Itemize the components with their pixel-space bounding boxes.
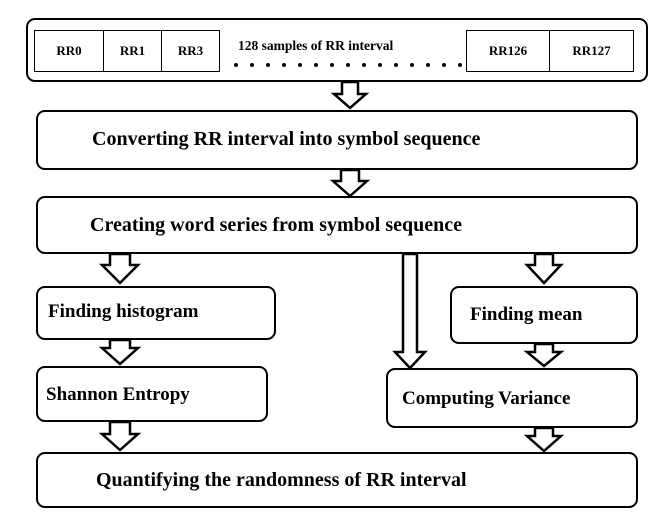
step-shannon-box: Shannon Entropy	[36, 366, 268, 422]
ellipsis-dot	[282, 63, 286, 67]
arrow-shannon-to-quantify	[98, 420, 142, 452]
ellipsis-dot	[394, 63, 398, 67]
arrow-variance-to-quantify	[523, 426, 565, 453]
step-histogram-label: Finding histogram	[48, 301, 199, 322]
step-quantify-box: Quantifying the randomness of RR interva…	[36, 452, 638, 508]
arrow-histogram-to-shannon	[98, 338, 142, 366]
rr-cell-rr3: RR3	[161, 30, 220, 72]
rr-samples-caption: 128 samples of RR interval	[238, 38, 394, 53]
rr-cell-rr1: RR1	[103, 30, 162, 72]
ellipsis-dot	[314, 63, 318, 67]
step-convert-label: Converting RR interval into symbol seque…	[92, 128, 481, 150]
arrow-create-to-variance	[392, 252, 428, 370]
step-shannon-label: Shannon Entropy	[46, 384, 190, 405]
step-quantify-label: Quantifying the randomness of RR interva…	[96, 469, 467, 491]
arrow-convert-to-create	[329, 168, 371, 198]
ellipsis-dot	[330, 63, 334, 67]
rr-cell-rr127: RR127	[549, 30, 634, 72]
arrow-mean-to-variance	[523, 342, 565, 368]
ellipsis-dot	[378, 63, 382, 67]
step-variance-label: Computing Variance	[402, 388, 571, 409]
ellipsis-dot	[410, 63, 414, 67]
step-mean-box: Finding mean	[450, 286, 638, 344]
step-convert-box: Converting RR interval into symbol seque…	[36, 110, 638, 170]
ellipsis-dot	[362, 63, 366, 67]
rr-cell-rr0: RR0	[34, 30, 104, 72]
step-create-box: Creating word series from symbol sequenc…	[36, 196, 638, 254]
ellipsis-dot	[234, 63, 238, 67]
ellipsis-dot	[458, 63, 462, 67]
ellipsis-dot	[346, 63, 350, 67]
rr-samples-box: RR0 RR1 RR3 128 samples of RR interval R…	[26, 18, 648, 82]
step-variance-box: Computing Variance	[386, 368, 638, 428]
ellipsis-dot	[426, 63, 430, 67]
ellipsis-dot	[250, 63, 254, 67]
ellipsis-dot	[298, 63, 302, 67]
rr-cell-rr126: RR126	[466, 30, 550, 72]
arrow-create-to-mean	[524, 252, 564, 285]
ellipsis-dot	[266, 63, 270, 67]
arrow-samples-to-convert	[330, 80, 370, 110]
ellipsis-dot	[442, 63, 446, 67]
step-create-label: Creating word series from symbol sequenc…	[90, 214, 462, 236]
step-mean-label: Finding mean	[470, 304, 583, 325]
arrow-create-to-histogram	[98, 252, 142, 285]
step-histogram-box: Finding histogram	[36, 286, 276, 340]
